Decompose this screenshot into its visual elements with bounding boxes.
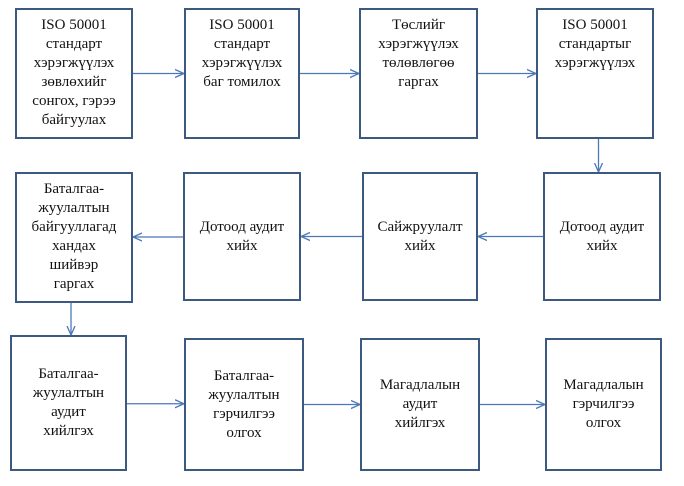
step-node-4: ISO 50001 стандартыг хэрэгжүүлэх xyxy=(536,8,654,139)
step-node-3: Төслийг хэрэгжүүлэх төлөвлөгөө гаргах xyxy=(359,8,478,139)
step-node-1: ISO 50001 стандарт хэрэгжүүлэх зөвлөхийг… xyxy=(15,8,133,139)
step-node-8-label: Баталгаа- жуулалтын байгууллагад хандах … xyxy=(31,181,117,292)
step-node-11: Магадлалын аудит хийлгэх xyxy=(360,338,480,471)
step-node-10-label: Баталгаа- жуулалтын гэрчилгээ олгох xyxy=(208,367,280,441)
step-node-7: Дотоод аудит хийх xyxy=(183,172,301,301)
step-node-9-label: Баталгаа- жуулалтын аудит хийлгэх xyxy=(32,366,105,439)
step-node-8: Баталгаа- жуулалтын байгууллагад хандах … xyxy=(15,172,133,303)
step-node-1-label: ISO 50001 стандарт хэрэгжүүлэх зөвлөхийг… xyxy=(32,17,116,128)
step-node-2: ISO 50001 стандарт хэрэгжүүлэх баг томил… xyxy=(184,8,300,139)
step-node-11-label: Магадлалын аудит хийлгэх xyxy=(379,377,461,431)
step-node-3-label: Төслийг хэрэгжүүлэх төлөвлөгөө гаргах xyxy=(378,17,459,90)
step-node-12-label: Магадлалын гэрчилгээ олгох xyxy=(563,377,644,431)
step-node-6-label: Сайжруулалт хийх xyxy=(377,218,463,254)
step-node-7-label: Дотоод аудит хийх xyxy=(199,218,285,254)
step-node-5-label: Дотоод аудит хийх xyxy=(559,218,645,254)
step-node-10: Баталгаа- жуулалтын гэрчилгээ олгох xyxy=(184,338,304,471)
step-node-12: Магадлалын гэрчилгээ олгох xyxy=(545,338,662,471)
step-node-6: Сайжруулалт хийх xyxy=(362,172,478,301)
step-node-9: Баталгаа- жуулалтын аудит хийлгэх xyxy=(10,335,127,471)
step-node-2-label: ISO 50001 стандарт хэрэгжүүлэх баг томил… xyxy=(201,17,283,90)
step-node-5: Дотоод аудит хийх xyxy=(543,172,661,301)
step-node-4-label: ISO 50001 стандартыг хэрэгжүүлэх xyxy=(554,17,636,71)
